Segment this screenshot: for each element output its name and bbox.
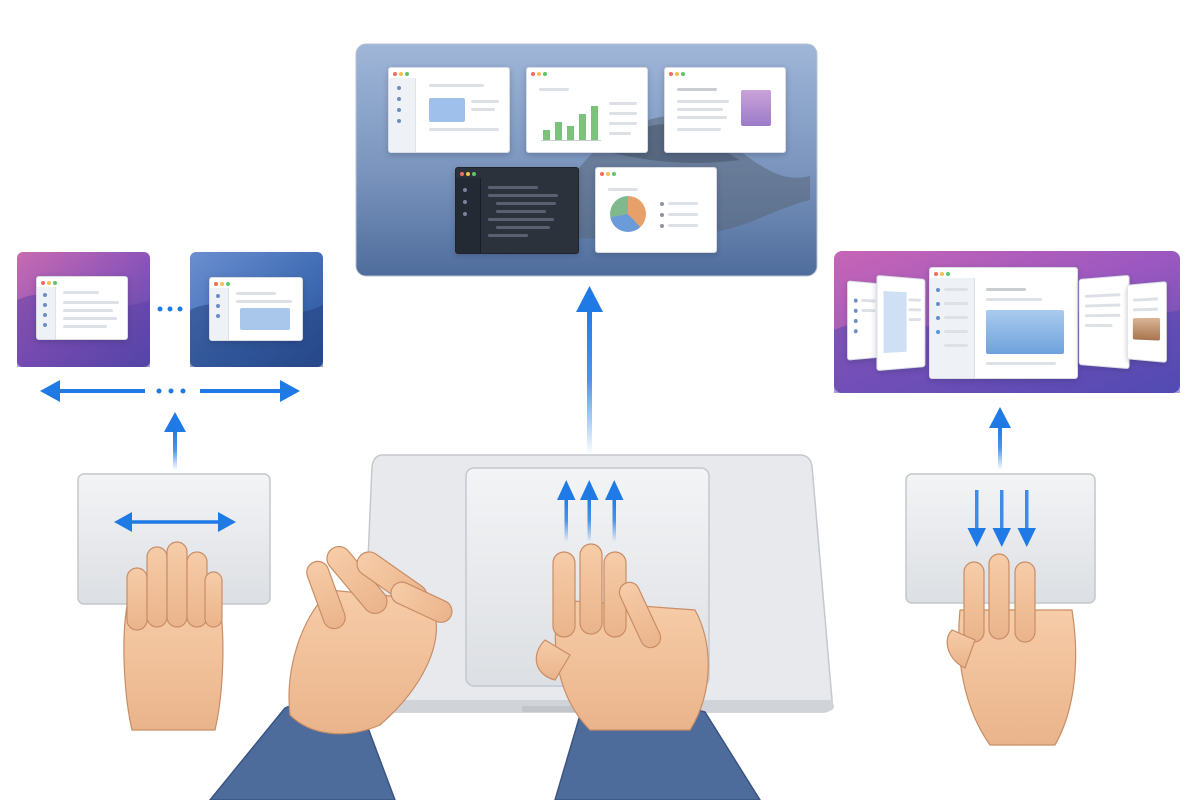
three-finger-down-arrows (967, 490, 1036, 547)
expose-window-left[interactable] (876, 274, 926, 372)
arrow-left-right-icon (40, 380, 300, 402)
mission-window-3[interactable] (664, 67, 786, 153)
image-placeholder-icon (240, 308, 290, 330)
hand-icon (288, 545, 453, 735)
image-placeholder-icon (986, 310, 1064, 354)
image-placeholder-icon (741, 90, 771, 126)
image-placeholder-icon (1132, 317, 1161, 341)
expose-window-right[interactable] (1078, 274, 1130, 370)
arrow-left-right-icon (114, 512, 236, 532)
desktop-2-window[interactable] (209, 277, 303, 341)
mission-window-2[interactable] (526, 67, 648, 153)
hand-icon (535, 543, 709, 731)
ellipsis-icon (157, 306, 183, 312)
arrow-up-icon (164, 412, 186, 470)
hand-icon (946, 553, 1077, 746)
mission-window-pie[interactable] (595, 167, 717, 253)
image-placeholder-icon (429, 98, 465, 122)
mission-window-terminal[interactable] (455, 167, 579, 254)
bar-chart-icon (541, 102, 601, 141)
arrow-up-icon (989, 407, 1011, 470)
three-finger-up-arrows (557, 480, 624, 542)
mission-window-1[interactable] (388, 67, 510, 153)
arrow-up-icon (576, 286, 603, 455)
hand-icon (123, 541, 224, 731)
pie-chart-icon (610, 196, 646, 232)
expose-window-front[interactable] (929, 267, 1078, 379)
desktop-1-window[interactable] (36, 276, 128, 340)
expose-window-far-right[interactable] (1126, 281, 1167, 363)
